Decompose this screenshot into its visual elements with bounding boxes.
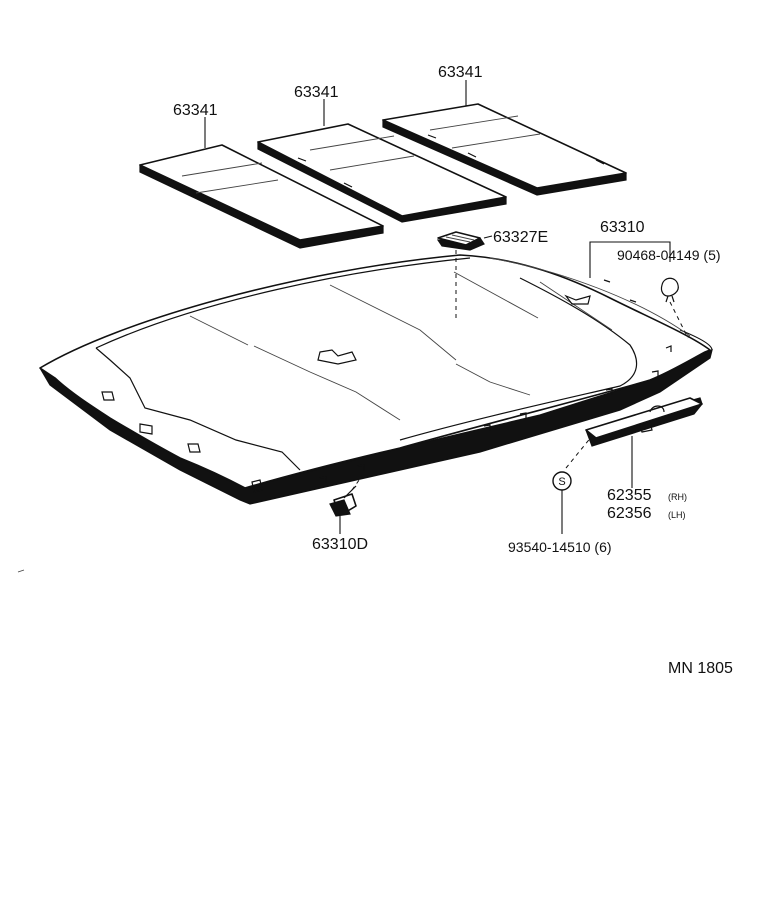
- assist-grip-bracket: [585, 397, 703, 447]
- label-clip: 90468-04149 (5): [617, 247, 721, 263]
- label-assist-rh: 62355: [607, 487, 652, 504]
- label-assist-lh-suffix: (LH): [668, 510, 686, 520]
- label-headlining: 63310: [600, 219, 645, 236]
- label-lamp-cover: 63327E: [493, 229, 548, 246]
- label-assist-lh: 62356: [607, 505, 652, 522]
- dome-lamp-cover: [436, 231, 485, 251]
- label-pad-right: 63341: [438, 64, 483, 81]
- stray-mark: [17, 569, 25, 573]
- clip-leader: [669, 301, 689, 339]
- roof-headlining: [39, 254, 713, 505]
- clip: [660, 277, 679, 303]
- label-assist-rh-suffix: (RH): [668, 492, 687, 502]
- silencer-pad-middle: [257, 123, 507, 223]
- lamp-cover-label-leader: [483, 235, 493, 239]
- screw-leader-upper: [565, 435, 593, 469]
- label-fastener: 63310D: [312, 536, 368, 553]
- silencer-pad-right: [382, 103, 627, 196]
- catalog-code: MN 1805: [668, 660, 733, 677]
- fastener-clip: [329, 485, 357, 517]
- label-pad-middle: 63341: [294, 84, 339, 101]
- headlining-bracket: [589, 241, 671, 278]
- label-pad-left: 63341: [173, 102, 218, 119]
- label-screw: 93540-14510 (6): [508, 539, 612, 555]
- silencer-pad-left: [139, 144, 384, 249]
- fastener-leader: [351, 475, 363, 491]
- screw-symbol-letter: S: [558, 476, 565, 488]
